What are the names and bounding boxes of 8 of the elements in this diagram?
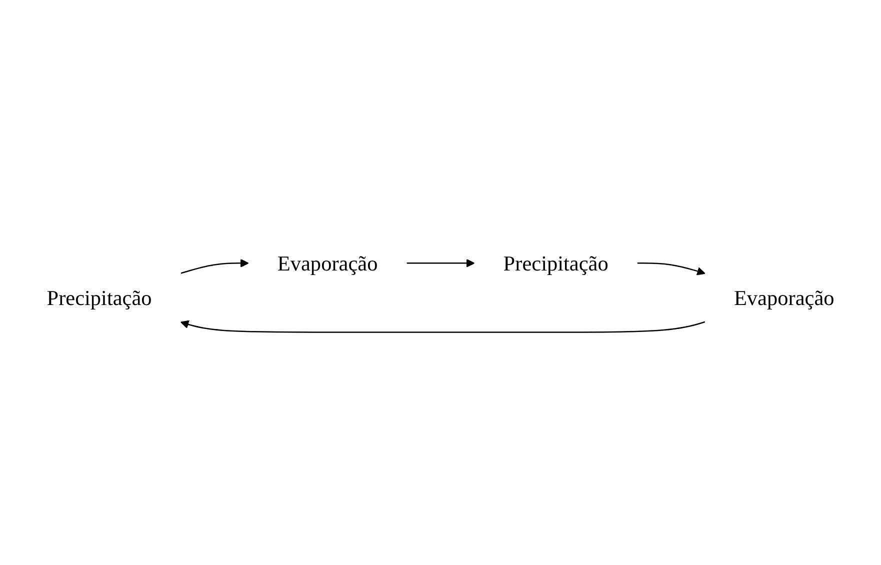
arrow (180, 258, 249, 274)
node-text: Precipitação (503, 251, 608, 276)
node-text: Evaporação (277, 251, 378, 276)
node-text: Precipitação (46, 286, 152, 310)
node-text: Evaporação (734, 286, 834, 310)
arrow (406, 258, 475, 268)
arrow (180, 320, 706, 333)
arrow (637, 262, 706, 276)
